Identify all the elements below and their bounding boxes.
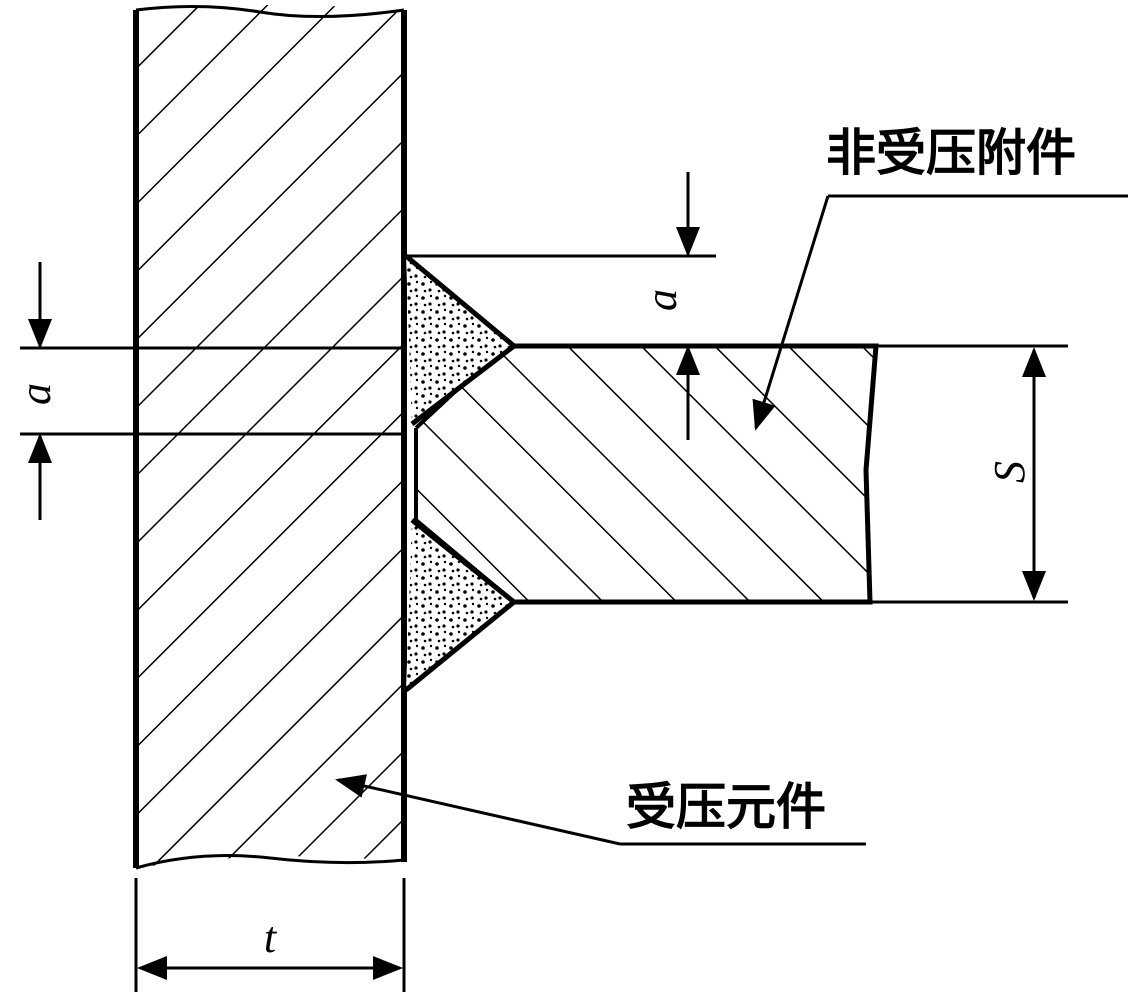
left-weld-dimension: a [11,262,404,520]
shell-thickness-dimension: t [134,878,406,992]
label-non-pressure-attachment: 非受压附件 [826,124,1076,182]
attachment-thickness-dimension: S [872,344,1068,604]
upper-fillet-weld [404,254,519,426]
left-dimension-a: a [11,383,60,405]
non-pressure-attachment-plate [414,343,879,605]
right-weld-dimension: a [404,172,716,440]
dimension-s: S [985,461,1034,483]
dimension-t: t [264,913,278,962]
pressure-element-leader: 受压元件 [335,774,866,846]
label-pressure-element: 受压元件 [626,778,826,836]
attachment-leader: 非受压附件 [752,124,1128,431]
lower-fillet-weld [404,518,518,692]
right-dimension-a: a [637,289,686,311]
pressure-element-plate [133,4,407,870]
